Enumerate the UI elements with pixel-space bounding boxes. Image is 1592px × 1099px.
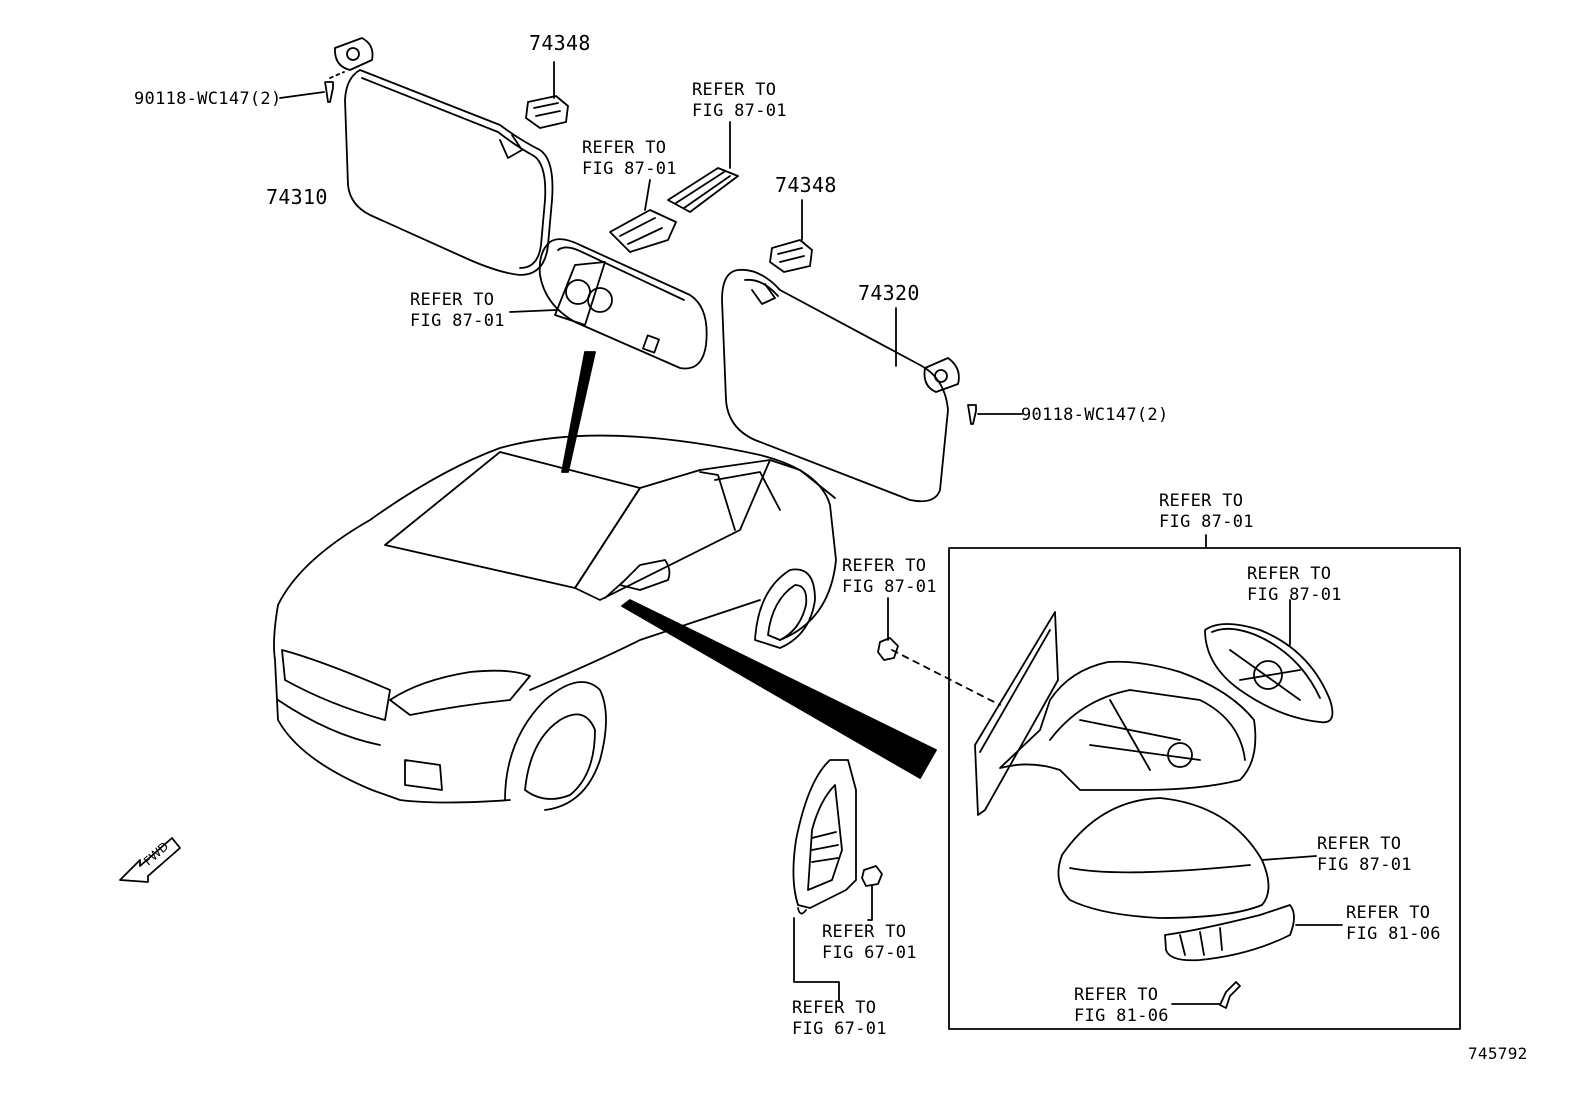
garnish-leader	[793, 917, 840, 1001]
visor-holder-upper	[525, 61, 569, 129]
part-number-74348-upper: 74348	[529, 31, 591, 55]
sun-visor-right	[721, 268, 960, 503]
mount-nut	[877, 597, 899, 661]
signal-screw	[1171, 981, 1241, 1009]
figure-number: 745792	[1468, 1044, 1528, 1063]
part-number-screw-left: 90118-WC147(2)	[134, 89, 282, 109]
rearview-mirror	[509, 238, 708, 370]
part-number-74348-lower: 74348	[775, 173, 837, 197]
part-number-screw-right: 90118-WC147(2)	[1021, 405, 1169, 425]
outside-mirror-assembly	[974, 611, 1257, 816]
pointer-rearview	[561, 351, 596, 473]
mount-line	[891, 649, 1001, 706]
turn-signal	[1164, 904, 1343, 962]
roof-cover-b	[667, 121, 739, 213]
sun-visor-left	[329, 37, 554, 276]
visor-holder-lower	[769, 199, 813, 273]
outside-mirror-box	[948, 547, 1461, 1030]
car-illustration	[273, 434, 837, 811]
door-garnish	[792, 759, 857, 915]
mirror-cover	[1057, 797, 1317, 919]
roof-cover-a	[609, 179, 677, 253]
mirror-glass	[1204, 599, 1334, 724]
screw-left	[279, 81, 334, 103]
garnish-clip	[861, 865, 883, 921]
pointer-door-mirror	[621, 599, 937, 779]
screw-right	[967, 404, 1023, 425]
fwd-arrow: FWD	[119, 837, 181, 883]
part-number-74320: 74320	[858, 281, 920, 305]
part-number-74310: 74310	[266, 185, 328, 209]
